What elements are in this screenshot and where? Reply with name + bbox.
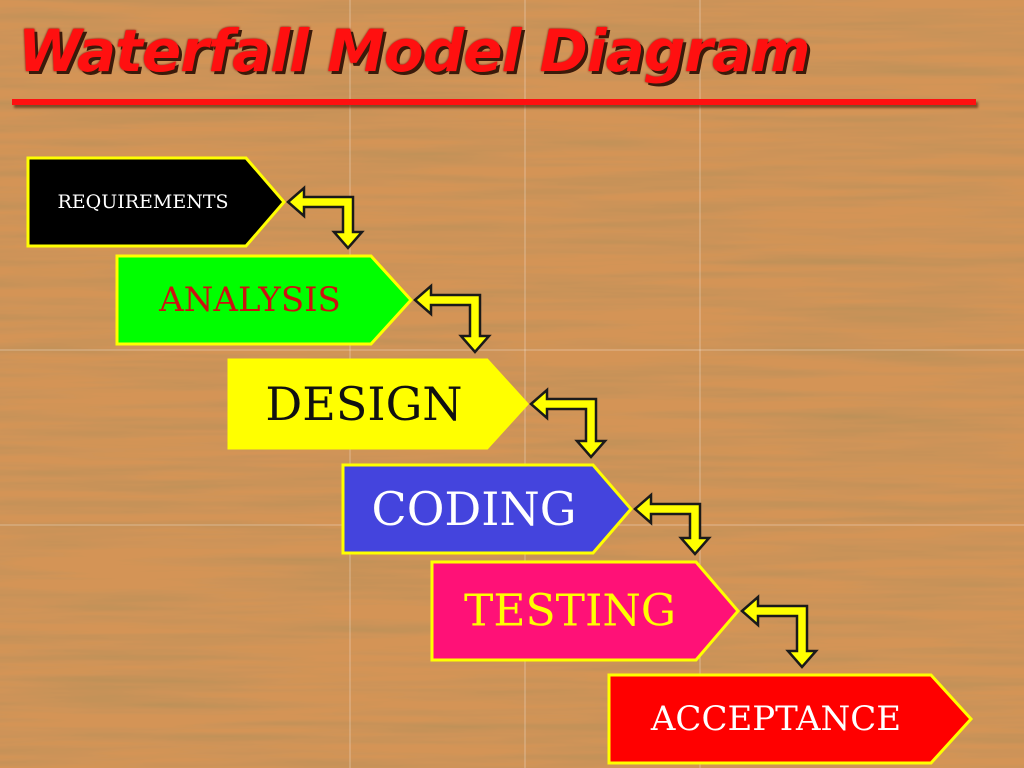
bidirectional-elbow-arrow-icon bbox=[413, 283, 492, 354]
title-underline bbox=[12, 99, 976, 105]
stage-label: ANALYSIS bbox=[158, 280, 341, 320]
stage-arrow-shape bbox=[341, 463, 633, 555]
stage-testing: TESTING bbox=[430, 560, 740, 662]
stage-arrow-shape bbox=[26, 156, 286, 248]
stage-label: CODING bbox=[372, 482, 577, 536]
stage-label: REQUIREMENTS bbox=[57, 191, 228, 213]
stage-requirements: REQUIREMENTS bbox=[26, 156, 286, 248]
stage-arrow-shape bbox=[227, 358, 530, 450]
bidirectional-elbow-arrow-icon bbox=[633, 492, 712, 556]
stage-label: DESIGN bbox=[265, 377, 462, 431]
page-title: Waterfall Model Diagram bbox=[18, 17, 811, 85]
bidirectional-elbow-arrow-icon bbox=[529, 387, 608, 459]
stage-acceptance: ACCEPTANCE bbox=[607, 673, 974, 765]
stage-arrow-shape bbox=[115, 254, 414, 346]
stage-label: ACCEPTANCE bbox=[650, 699, 901, 739]
stage-arrow-shape bbox=[607, 673, 974, 765]
stage-arrow-shape bbox=[430, 560, 740, 662]
bidirectional-elbow-arrow-icon bbox=[286, 185, 365, 250]
stage-design: DESIGN bbox=[227, 358, 530, 450]
stage-label: TESTING bbox=[464, 586, 676, 637]
bidirectional-elbow-arrow-icon bbox=[740, 594, 819, 669]
stage-analysis: ANALYSIS bbox=[115, 254, 414, 346]
stage-coding: CODING bbox=[341, 463, 633, 555]
